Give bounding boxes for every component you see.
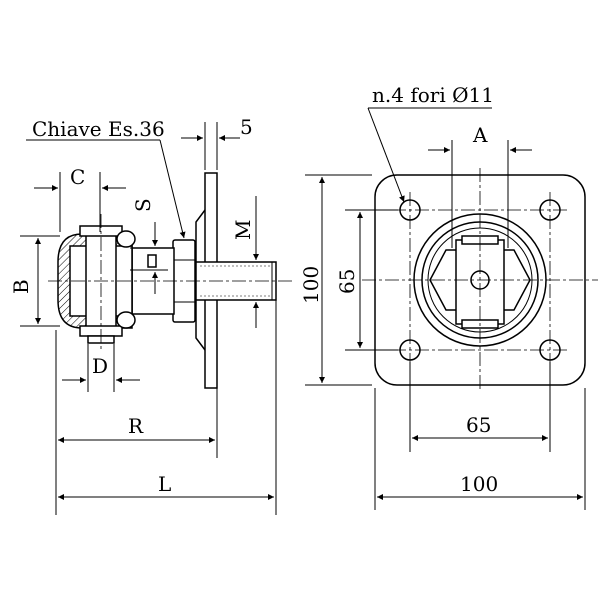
side-centerlines <box>48 214 292 352</box>
hole-spacing-vertical-label: 65 <box>335 269 359 294</box>
holes-label: n.4 fori Ø11 <box>372 83 494 107</box>
front-dimensions <box>305 107 586 510</box>
side-dimensions <box>20 122 277 515</box>
wrench-label: Chiave Es.36 <box>32 117 165 141</box>
plate-thickness-label: 5 <box>240 115 253 139</box>
side-view <box>57 172 277 389</box>
dim-m-label: M <box>231 220 255 240</box>
dim-c-label: C <box>70 165 85 189</box>
hole-spacing-horizontal-label: 65 <box>466 413 491 437</box>
dim-a-label: A <box>472 123 488 147</box>
plate-height-label: 100 <box>299 266 323 304</box>
dim-d-label: D <box>92 354 108 378</box>
hex-nut-front <box>429 249 531 311</box>
dim-l-label: L <box>158 472 171 496</box>
front-centerlines <box>362 168 598 392</box>
dim-s-label: S <box>131 198 155 212</box>
dim-r-label: R <box>128 414 144 438</box>
plate-width-label: 100 <box>460 472 498 496</box>
dim-b-label: B <box>9 279 33 294</box>
